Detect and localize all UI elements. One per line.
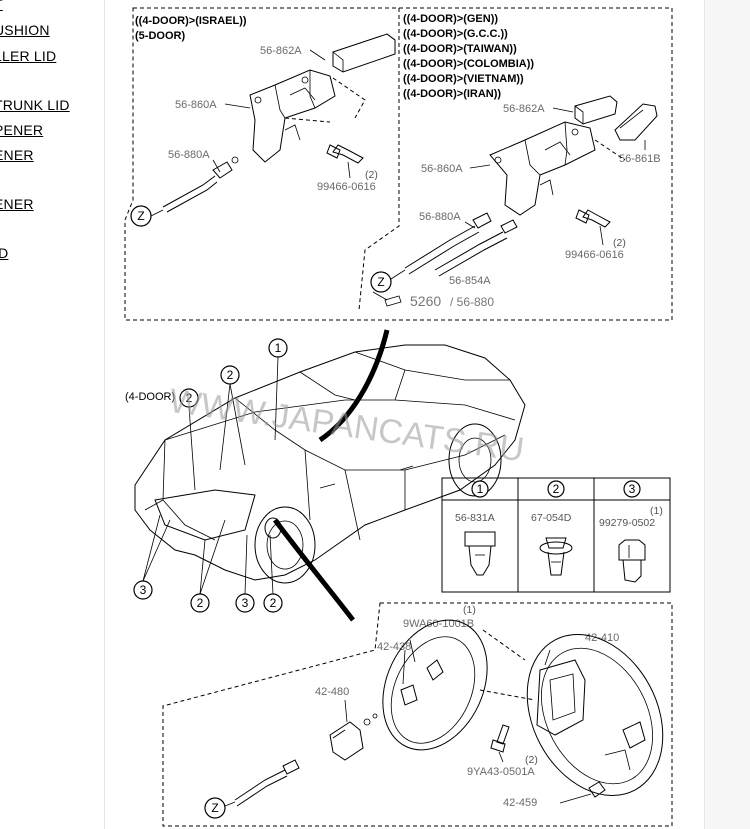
tl-header-1: ((4-DOOR)>(ISRAEL)) xyxy=(135,15,247,27)
callout-arrow-bottom xyxy=(273,518,355,622)
tr-label-99466-0616: 99466-0616 xyxy=(565,249,624,261)
top-divider-dashed xyxy=(358,8,400,311)
ref-link[interactable]: 5260 / 56-880 xyxy=(384,293,494,309)
nav-link-opener-2[interactable]: ENER xyxy=(0,147,34,163)
svg-text:3: 3 xyxy=(242,596,249,610)
legend-num-3: 3 xyxy=(629,482,636,496)
z-marker-top-right: Z xyxy=(370,271,392,293)
tl-label-56-862A: 56-862A xyxy=(260,45,302,57)
tr-header-4: ((4-DOOR)>(COLOMBIA)) xyxy=(403,58,534,70)
car-label-4door: (4-DOOR) xyxy=(125,391,175,403)
tr-header-2: ((4-DOOR)>(G.C.C.)) xyxy=(403,28,508,40)
fuel-housing-icon xyxy=(526,634,664,796)
bt-label-42-410: 42-410 xyxy=(585,632,619,644)
callout-3-a: 3 xyxy=(133,514,171,600)
opener-body-icon xyxy=(249,69,336,163)
tr-qty: (2) xyxy=(613,237,626,249)
clip-67-054D-icon xyxy=(539,537,573,576)
bt-label-42-480: 42-480 xyxy=(315,686,349,698)
bt-qty-2: (2) xyxy=(525,754,538,766)
tl-label-56-860A: 56-860A xyxy=(175,99,217,111)
bt-label-42-438: 42-438 xyxy=(377,641,411,653)
z-marker-bottom: Z xyxy=(204,797,226,819)
z-marker-top-left: Z xyxy=(130,205,152,227)
svg-text:Z: Z xyxy=(137,209,144,223)
callout-2-d: 2 xyxy=(263,534,283,613)
clip-56-831A-icon xyxy=(464,531,496,576)
tr-label-56-854A: 56-854A xyxy=(449,275,491,287)
bt-label-42-459: 42-459 xyxy=(503,797,537,809)
tl-qty: (2) xyxy=(365,169,378,181)
clip-99279-0502-icon xyxy=(618,539,646,583)
tr-label-56-861B: 56-861B xyxy=(619,153,661,165)
tr-header-3: ((4-DOOR)>(TAIWAN)) xyxy=(403,43,517,55)
opener-body-right-icon xyxy=(489,121,596,216)
legend-part-99279-0502: 99279-0502 xyxy=(599,517,655,529)
svg-text:2: 2 xyxy=(186,391,193,405)
cable-right-icon xyxy=(404,212,518,277)
handle-cover-icon xyxy=(332,33,396,73)
sidebar-nav: T USHION LLER LID TRUNK LID PENER ENER E… xyxy=(0,0,105,829)
tl-label-56-880A: 56-880A xyxy=(168,149,210,161)
ref-number[interactable]: 5260 xyxy=(410,293,441,309)
nav-link-t[interactable]: T xyxy=(0,0,3,12)
legend-table: 1 2 3 56-831A 67-054D 99279-0502 (1) xyxy=(441,477,671,593)
bt-label-9YA43: 9YA43-0501A xyxy=(467,766,535,778)
callout-1: 1 xyxy=(268,338,288,441)
svg-text:3: 3 xyxy=(140,583,147,597)
svg-text:1: 1 xyxy=(275,341,282,355)
nav-link-opener-3[interactable]: ENER xyxy=(0,196,34,212)
tr-header-1: ((4-DOOR)>(GEN)) xyxy=(403,13,498,25)
legend-num-1: 1 xyxy=(477,482,484,496)
top-dashed-frame xyxy=(124,7,673,321)
fuel-lid-icon xyxy=(382,619,488,751)
right-panel xyxy=(704,0,750,829)
callout-2-a: 2 xyxy=(219,365,246,471)
parts-diagram: ((4-DOOR)>(ISRAEL)) (5-DOOR) 56-862A 56-… xyxy=(124,7,673,827)
handle-cover-right-icon xyxy=(574,95,618,125)
nav-link-lid[interactable]: ID xyxy=(0,245,8,261)
nav-link-cushion[interactable]: USHION xyxy=(0,22,50,38)
watermark: WWW.JAPANCATS.RU xyxy=(167,382,526,469)
callout-2-b: 2 xyxy=(179,388,199,491)
legend-num-2: 2 xyxy=(553,482,560,496)
svg-text:Z: Z xyxy=(211,801,218,815)
svg-text:2: 2 xyxy=(197,596,204,610)
tl-header-2: (5-DOOR) xyxy=(135,30,185,42)
cable-icon xyxy=(162,156,239,213)
screw-icon xyxy=(490,724,510,753)
handle-trim-icon xyxy=(614,103,658,141)
tr-label-56-862A: 56-862A xyxy=(503,103,545,115)
tl-label-99466-0616: 99466-0616 xyxy=(317,181,376,193)
legend-part-67-054D: 67-054D xyxy=(531,512,572,524)
callout-2-c: 2 xyxy=(190,519,226,613)
nav-link-trunk-lid[interactable]: TRUNK LID xyxy=(0,97,70,113)
tr-label-56-860A: 56-860A xyxy=(421,163,463,175)
tr-label-56-880A: 56-880A xyxy=(419,211,461,223)
svg-text:Z: Z xyxy=(377,275,384,289)
legend-part-56-831A: 56-831A xyxy=(455,512,495,524)
bt-qty-1: (1) xyxy=(463,604,476,616)
tr-header-6: ((4-DOOR)>(IRAN)) xyxy=(403,88,501,100)
sidebar-divider xyxy=(104,0,105,829)
bolt-icon xyxy=(326,144,364,164)
svg-text:2: 2 xyxy=(227,368,234,382)
callout-3-b: 3 xyxy=(235,534,255,613)
nav-link-opener-1[interactable]: PENER xyxy=(0,122,44,138)
callout-arrow-top xyxy=(318,329,390,443)
ref-slash[interactable]: / 56-880 xyxy=(450,295,494,309)
fuel-actuator-icon xyxy=(329,713,378,761)
svg-text:2: 2 xyxy=(270,596,277,610)
grommet-icon xyxy=(588,781,606,798)
bolt-right-icon xyxy=(575,209,611,228)
legend-qty: (1) xyxy=(650,505,663,517)
bottom-dashed-frame xyxy=(162,602,673,827)
tr-header-5: ((4-DOOR)>(VIETNAM)) xyxy=(403,73,524,85)
nav-link-filler-lid[interactable]: LLER LID xyxy=(0,48,57,64)
bt-label-9WA60: 9WA60-1001B xyxy=(403,618,474,630)
